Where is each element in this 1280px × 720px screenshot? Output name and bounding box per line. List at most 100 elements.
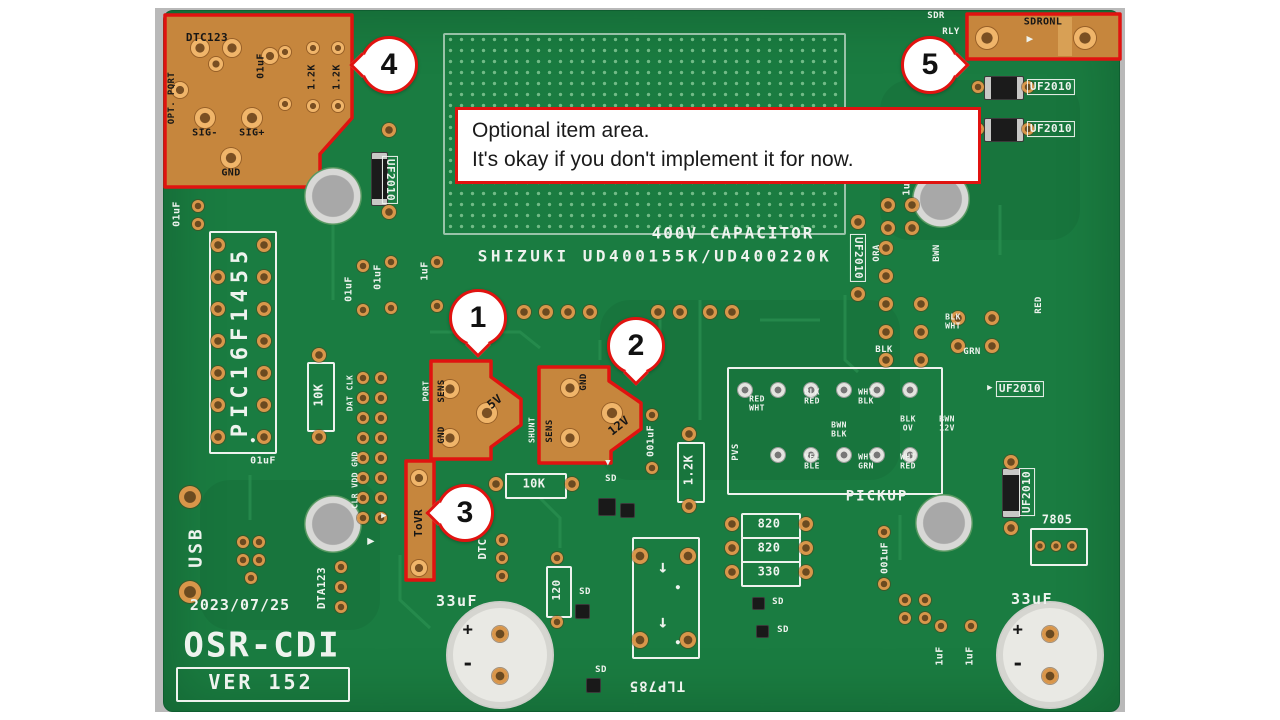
solder-pad: [382, 205, 396, 219]
solder-pad: [257, 334, 271, 348]
solder-pad: [899, 594, 911, 606]
solder-pad: [1004, 521, 1018, 535]
solder-pad: [375, 492, 387, 504]
solder-pad: [1042, 668, 1058, 684]
solder-pad: [799, 541, 813, 555]
silkscreen-label: SHUNT: [527, 416, 537, 444]
solder-pad: [357, 412, 369, 424]
solder-pad: [211, 430, 225, 444]
solder-pad: [492, 668, 508, 684]
silkscreen-label: SENS: [437, 379, 448, 403]
smd-component: [575, 604, 590, 619]
silkscreen-label: GRN: [963, 347, 981, 358]
silkscreen-label: UF2010: [850, 233, 866, 283]
silkscreen-label: 1uF: [419, 261, 431, 281]
silkscreen-label: 120: [550, 579, 564, 601]
solder-pad: [935, 620, 947, 632]
solder-pad: [673, 305, 687, 319]
solder-pad: [551, 616, 563, 628]
solder-pad: [725, 541, 739, 555]
silkscreen-label: SDR: [927, 11, 945, 22]
solder-pad: [375, 392, 387, 404]
solder-pad: [211, 270, 225, 284]
solder-pad: [382, 123, 396, 137]
silkscreen-label: BWN BLK: [831, 420, 847, 438]
silkscreen-label: 820: [757, 540, 781, 555]
callout-badge-4: 4: [349, 36, 418, 94]
silkscreen-label: PORT: [421, 380, 431, 402]
solder-pad: [209, 57, 223, 71]
silkscreen-label: BWN: [932, 244, 943, 262]
silkscreen-label: CLR VDD GND: [350, 451, 360, 509]
solder-pad: [799, 565, 813, 579]
solder-pad: [257, 238, 271, 252]
solder-pad: [496, 552, 508, 564]
solder-pad: [903, 383, 917, 397]
solder-pad: [279, 46, 291, 58]
silkscreen-label: 1.2K: [331, 64, 343, 90]
solder-pad: [1051, 541, 1061, 551]
smd-component: [984, 76, 1024, 100]
silkscreen-label: 2023/07/25: [189, 595, 291, 614]
callout-badge-5: 5: [901, 36, 970, 94]
silkscreen-label: SD: [579, 587, 591, 598]
solder-pad: [851, 215, 865, 229]
solder-pad: [375, 472, 387, 484]
note-line-1: Optional item area.: [472, 119, 650, 142]
solder-pad: [211, 398, 225, 412]
callout-number: 5: [921, 48, 939, 81]
smd-component: [598, 498, 616, 516]
annotation-note-box: Optional item area. It's okay if you don…: [455, 107, 981, 184]
solder-pad: [837, 383, 851, 397]
silkscreen-label: ●: [675, 638, 681, 647]
solder-pad: [651, 305, 665, 319]
solder-pad: [253, 536, 265, 548]
silkscreen-label: RED WHT: [749, 394, 765, 412]
silkscreen-label: 330: [757, 564, 781, 579]
solder-pad: [332, 42, 344, 54]
callout-tail: [465, 332, 491, 358]
solder-pad: [561, 379, 579, 397]
solder-pad: [561, 429, 579, 447]
solder-pad: [357, 472, 369, 484]
silkscreen-label: 01uF: [171, 201, 183, 227]
solder-pad: [332, 100, 344, 112]
solder-pad: [771, 448, 785, 462]
solder-pad: [881, 198, 895, 212]
silkscreen-label: RLY: [942, 27, 960, 38]
solder-pad: [1042, 626, 1058, 642]
solder-pad: [489, 477, 503, 491]
solder-pad: [1067, 541, 1077, 551]
solder-pad: [804, 448, 818, 462]
solder-pad: [335, 601, 347, 613]
silkscreen-label: SD: [772, 597, 784, 608]
silkscreen-outline: [1044, 32, 1047, 45]
solder-pad: [375, 372, 387, 384]
callout-number: 2: [627, 329, 645, 362]
silkscreen-label: GND: [579, 373, 590, 391]
silkscreen-label: ▼: [605, 458, 611, 469]
solder-pad: [257, 270, 271, 284]
solder-pad: [211, 302, 225, 316]
callout-badge-3: 3: [425, 484, 494, 542]
callout-number: 1: [469, 301, 487, 334]
silkscreen-label: OPT. PQRT: [167, 71, 178, 125]
solder-pad: [551, 552, 563, 564]
silkscreen-label: VER 152: [208, 670, 314, 695]
silkscreen-label: RED: [1034, 296, 1045, 314]
solder-pad: [804, 383, 818, 397]
solder-pad: [632, 548, 648, 564]
solder-pad: [257, 430, 271, 444]
silkscreen-label: BWN 12V: [939, 414, 955, 432]
smd-component: [586, 678, 601, 693]
solder-pad: [357, 372, 369, 384]
solder-pad: [703, 305, 717, 319]
solder-pad: [682, 499, 696, 513]
silkscreen-label: DTC: [476, 538, 490, 560]
solder-pad: [237, 554, 249, 566]
silkscreen-label: WHT RED: [900, 452, 916, 470]
silkscreen-label: OSR-CDI: [183, 625, 341, 666]
solder-pad: [357, 304, 369, 316]
solder-pad: [878, 578, 890, 590]
